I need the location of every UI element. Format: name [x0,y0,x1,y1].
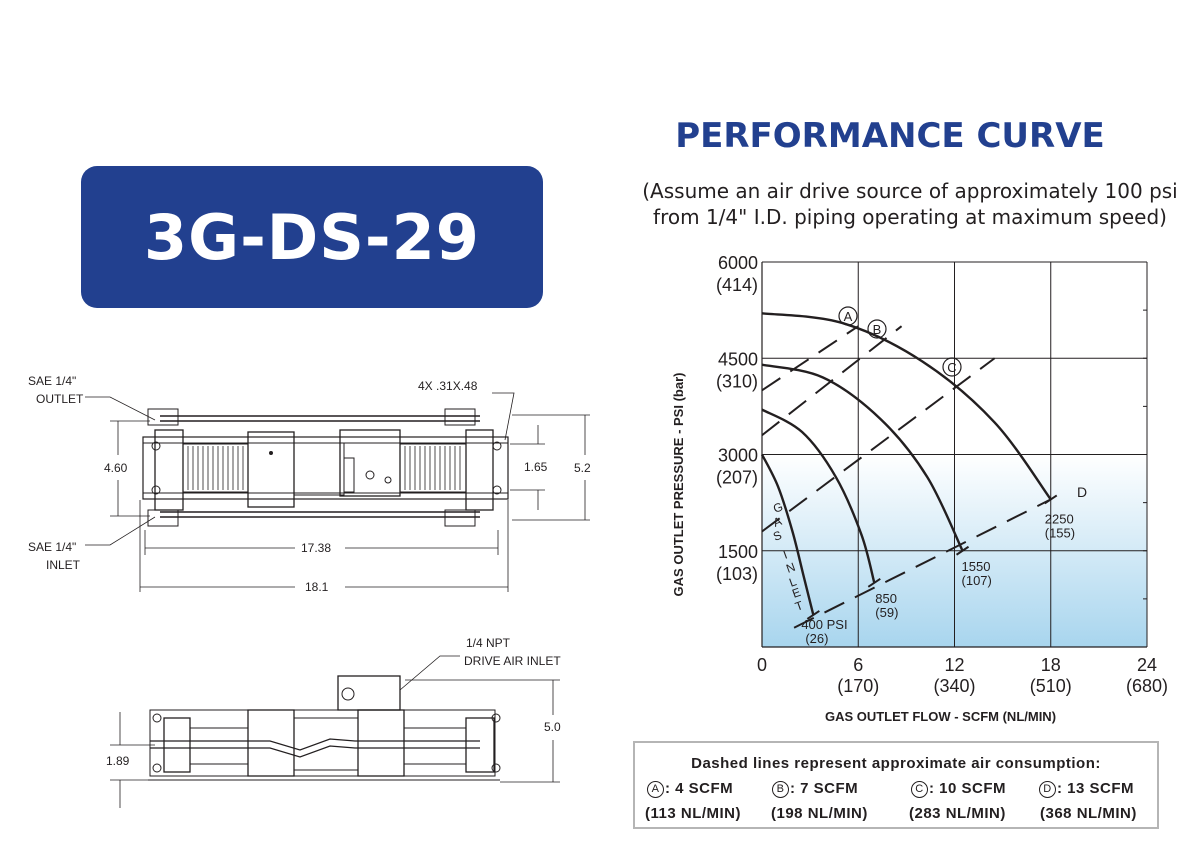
y-tick-label-0: 6000 [718,253,758,273]
x-tick-label-3: 18 [1041,655,1061,675]
dim-total-length: 18.1 [305,580,329,594]
series-curve-2 [761,363,964,552]
series-label-sub-2: (107) [962,573,992,588]
x-tick-label-4: 24 [1137,655,1157,675]
marker-label-d: D [1077,484,1087,500]
legend-flow-a: : 4 SCFM [665,780,734,797]
series-label-sub-0: (26) [805,631,828,646]
legend-flow-c: : 10 SCFM [929,780,1007,797]
side-dim-height: 5.0 [544,720,561,734]
series-end-cap-2 [955,545,970,556]
series-curve-1 [761,408,876,584]
y-tick-sub-2: (207) [716,468,758,488]
legend-marker-a: A [647,781,664,798]
y-tick-sub-1: (310) [716,371,758,391]
model-badge: 3G-DS-29 [81,166,543,308]
legend-item-a: A: 4 SCFM [647,780,733,798]
legend-marker-b: B [772,781,789,798]
marker-label-c: C [947,360,956,375]
series-end-cap-0 [806,610,820,620]
legend-item-d: D: 13 SCFM [1039,780,1134,798]
performance-subtitle-line1: (Assume an air drive source of approxima… [642,179,1178,203]
legend-metric-b: (198 NL/MIN) [771,805,868,822]
legend-metric-a: (113 NL/MIN) [645,805,742,822]
marker-circle-b [867,319,887,339]
y-axis-title: GAS OUTLET PRESSURE - PSI (bar) [671,373,686,597]
legend-title: Dashed lines represent approximate air c… [691,755,1101,772]
y-tick-label-2: 3000 [718,446,758,466]
performance-subtitle-line2: from 1/4" I.D. piping operating at maxim… [653,205,1167,229]
legend-marker-c: C [911,781,928,798]
legend-item-b: B: 7 SCFM [772,780,858,798]
series-label-sub-1: (59) [875,605,898,620]
x-tick-label-0: 0 [757,655,767,675]
marker-label-a: A [844,309,853,324]
x-axis-title: GAS OUTLET FLOW - SCFM (NL/MIN) [825,709,1056,724]
y-tick-sub-3: (103) [716,564,758,584]
legend-marker-d: D [1039,781,1056,798]
model-name: 3G-DS-29 [144,200,480,274]
side-dim-left: 1.89 [106,754,130,768]
inlet-label-1: SAE 1/4" [28,540,76,554]
series-label-sub-3: (155) [1045,525,1075,540]
outlet-label-1: SAE 1/4" [28,374,76,388]
series-label-2: 1550 [962,559,991,574]
gas-inlet-letter-0: G [771,499,785,515]
air-line-d [793,498,1052,629]
y-tick-label-3: 1500 [718,542,758,562]
x-tick-sub-3: (510) [1030,676,1072,696]
series-end-cap-1 [867,578,881,588]
legend-metric-row: (113 NL/MIN) (198 NL/MIN) (283 NL/MIN) (… [635,805,1157,825]
legend-item-c: C: 10 SCFM [911,780,1006,798]
legend-flow-row: A: 4 SCFM B: 7 SCFM C: 10 SCFM D: 13 SCF… [635,780,1157,800]
drive-air-label-1: 1/4 NPT [466,636,511,650]
top-view-drawing [85,392,590,592]
series-curve-0 [760,453,815,616]
series-curve-3 [761,312,1052,501]
inlet-label-2: INLET [46,558,81,572]
dim-small: 1.65 [524,460,548,474]
air-line-c [761,357,996,533]
dim-inner-length: 17.38 [301,541,331,555]
x-tick-label-2: 12 [944,655,964,675]
legend-metric-c: (283 NL/MIN) [909,805,1006,822]
x-tick-sub-4: (680) [1126,676,1168,696]
drive-air-label-2: DRIVE AIR INLET [464,654,561,668]
x-tick-sub-1: (170) [837,676,879,696]
legend-flow-b: : 7 SCFM [790,780,859,797]
air-line-a [761,325,859,392]
mount-holes-label: 4X .31X.48 [418,379,478,393]
outlet-label-2: OUTLET [36,392,84,406]
gas-inlet-letter-5: L [787,574,798,590]
gas-inlet-letter-3: I [781,548,789,562]
technical-drawings: SAE 1/4" OUTLET SAE 1/4" INLET 4X .31X.4… [28,374,591,808]
performance-title: PERFORMANCE CURVE [675,116,1105,156]
air-consumption-legend: Dashed lines represent approximate air c… [633,741,1159,829]
series-label-0: 400 PSI [801,617,847,632]
dim-height-right: 5.2 [574,461,591,475]
series-label-1: 850 [875,591,897,606]
dim-height-left: 4.60 [104,461,128,475]
marker-circle-c [942,357,962,377]
legend-metric-d: (368 NL/MIN) [1040,805,1137,822]
marker-circle-a [838,306,858,326]
marker-label-b: B [873,322,882,337]
x-tick-sub-2: (340) [933,676,975,696]
y-tick-sub-0: (414) [716,275,758,295]
y-tick-label-1: 4500 [718,349,758,369]
air-line-b [761,325,903,437]
performance-subtitle: (Assume an air drive source of approxima… [620,178,1200,230]
side-view-drawing [110,655,560,808]
legend-flow-d: : 13 SCFM [1057,780,1135,797]
series-label-3: 2250 [1045,511,1074,526]
x-tick-label-1: 6 [853,655,863,675]
